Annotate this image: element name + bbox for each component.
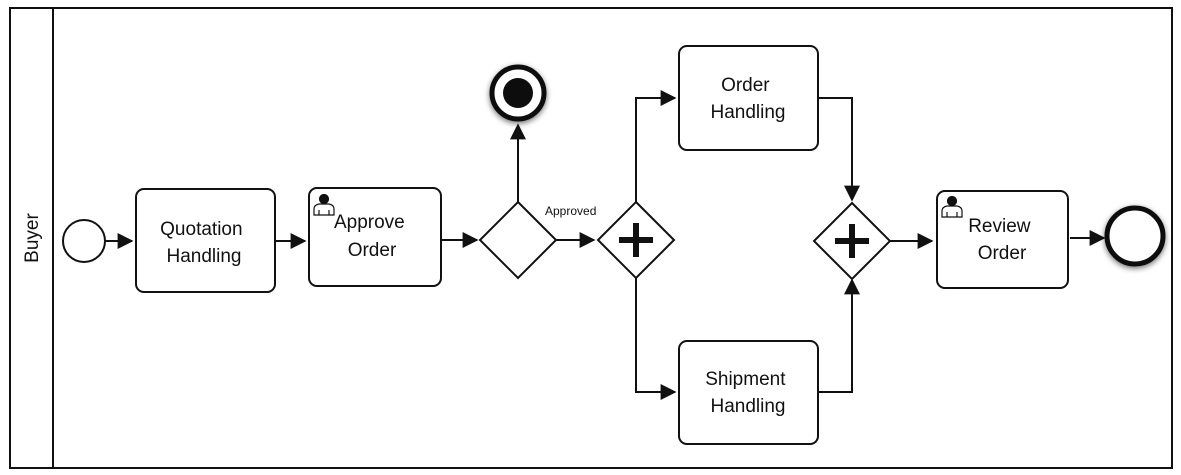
task-label: Order (348, 240, 397, 261)
svg-text:Shipment Handling: Shipment Handling (705, 369, 791, 417)
parallel-gateway-join[interactable] (812, 201, 892, 281)
start-event[interactable] (62, 219, 106, 263)
task-order-handling[interactable]: Order Handling (678, 45, 819, 151)
plus-icon (835, 224, 869, 258)
task-label: Order (978, 243, 1027, 264)
task-label: Handling (711, 396, 786, 417)
task-shipment-handling[interactable]: Shipment Handling (678, 340, 819, 445)
lane-label: Buyer (22, 213, 43, 263)
terminate-end-event[interactable] (489, 64, 547, 122)
svg-text:Quotation Handling: Quotation Handling (160, 219, 248, 267)
task-approve-order[interactable]: Approve Order (308, 187, 442, 287)
approved-flow-label: Approved (545, 204, 596, 218)
task-review-order[interactable]: Review Order (936, 190, 1069, 289)
task-label: Order (721, 75, 770, 96)
task-label: Quotation (160, 219, 242, 240)
flow-order-to-join[interactable] (818, 97, 860, 202)
task-label: Approve (334, 212, 405, 233)
task-label: Review (968, 216, 1031, 237)
flow-shipment-to-join[interactable] (818, 278, 860, 393)
user-icon (941, 195, 963, 218)
parallel-gateway-split[interactable] (596, 200, 676, 280)
task-quotation-handling[interactable]: Quotation Handling (135, 188, 276, 293)
sequence-flows (106, 90, 1106, 400)
flow-split-to-shipment[interactable] (635, 278, 677, 400)
svg-text:Review Order: Review Order (968, 216, 1036, 264)
svg-text:Approve Order: Approve Order (334, 212, 410, 261)
task-label: Handling (711, 102, 786, 123)
task-label: Handling (167, 246, 242, 267)
exclusive-gateway[interactable] (478, 200, 558, 280)
flow-split-to-order[interactable] (635, 90, 677, 202)
svg-text:Order Handling: Order Handling (711, 75, 786, 123)
task-label: Shipment (705, 369, 786, 390)
plus-icon (619, 223, 653, 257)
user-icon (313, 193, 335, 216)
end-event[interactable] (1104, 205, 1166, 267)
